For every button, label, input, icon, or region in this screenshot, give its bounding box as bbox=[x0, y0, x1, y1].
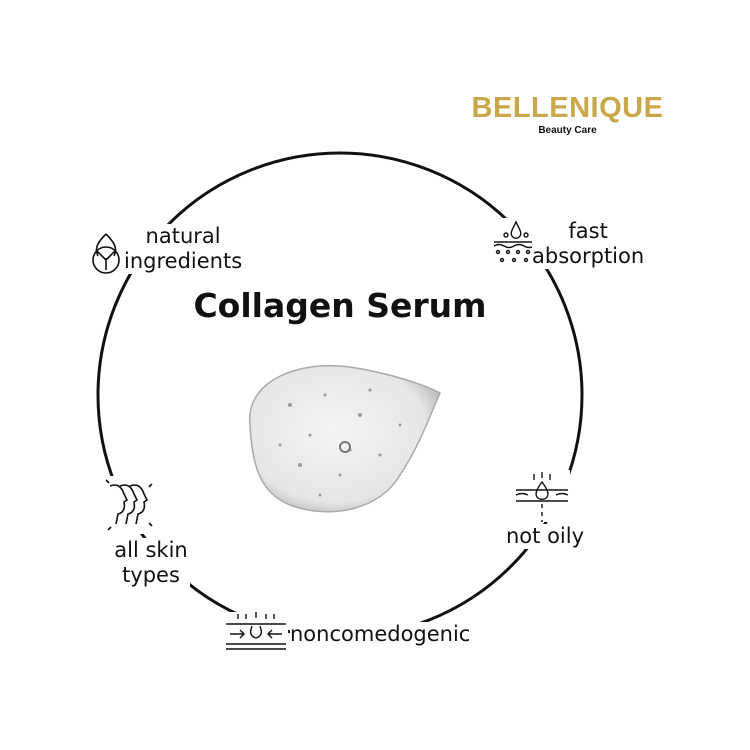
leaf-icon bbox=[86, 230, 126, 276]
feature-label: not oily bbox=[506, 524, 585, 548]
feature-not-oily: not oily bbox=[506, 524, 585, 549]
feature-label: noncomedogenic bbox=[290, 622, 471, 646]
feature-label: absorption bbox=[532, 244, 645, 268]
product-title: Collagen Serum bbox=[193, 286, 487, 325]
faces-icon bbox=[100, 476, 160, 534]
feature-all-skin-types: all skin types bbox=[112, 538, 190, 588]
feature-label: ingredients bbox=[124, 249, 243, 273]
feature-label: types bbox=[122, 563, 180, 587]
brand-logo: BELLENIQUE Beauty Care bbox=[470, 92, 665, 136]
feature-natural-ingredients: natural ingredients bbox=[124, 224, 243, 274]
feature-fast-absorption: fast absorption bbox=[532, 219, 645, 269]
feature-label: all skin bbox=[114, 538, 188, 562]
feature-noncomedogenic: noncomedogenic bbox=[290, 622, 471, 647]
serum-drop-image bbox=[249, 364, 441, 513]
brand-name: BELLENIQUE bbox=[471, 92, 664, 124]
brand-tagline: Beauty Care bbox=[538, 125, 597, 136]
oil-drop-skin-icon bbox=[514, 470, 570, 522]
feature-label: fast bbox=[568, 219, 608, 243]
feature-label: natural bbox=[145, 224, 221, 248]
pore-icon bbox=[224, 612, 288, 652]
